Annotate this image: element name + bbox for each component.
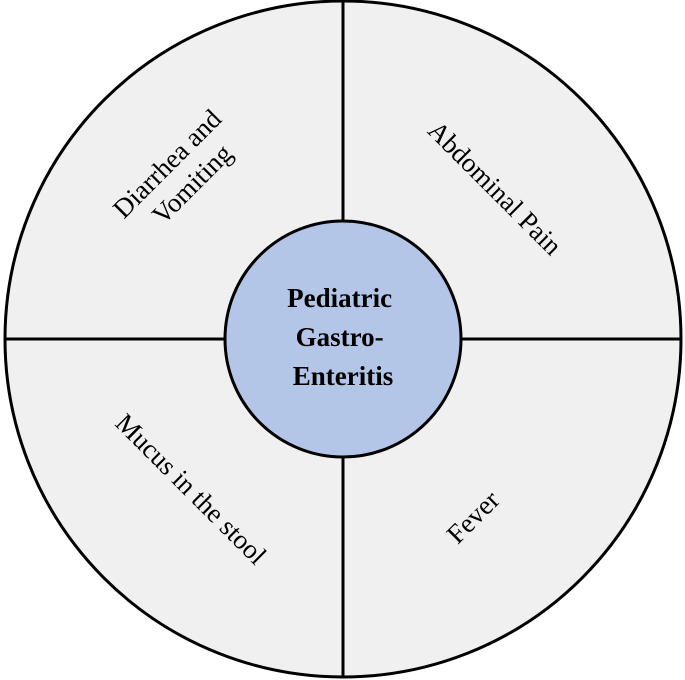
center-line-2: Gastro- xyxy=(296,322,384,352)
center-circle xyxy=(223,219,463,459)
center-line-1: Pediatric xyxy=(287,283,392,313)
center-line-3: Enteritis xyxy=(293,361,394,391)
center-label: Pediatric Gastro- Enteritis xyxy=(287,283,399,391)
